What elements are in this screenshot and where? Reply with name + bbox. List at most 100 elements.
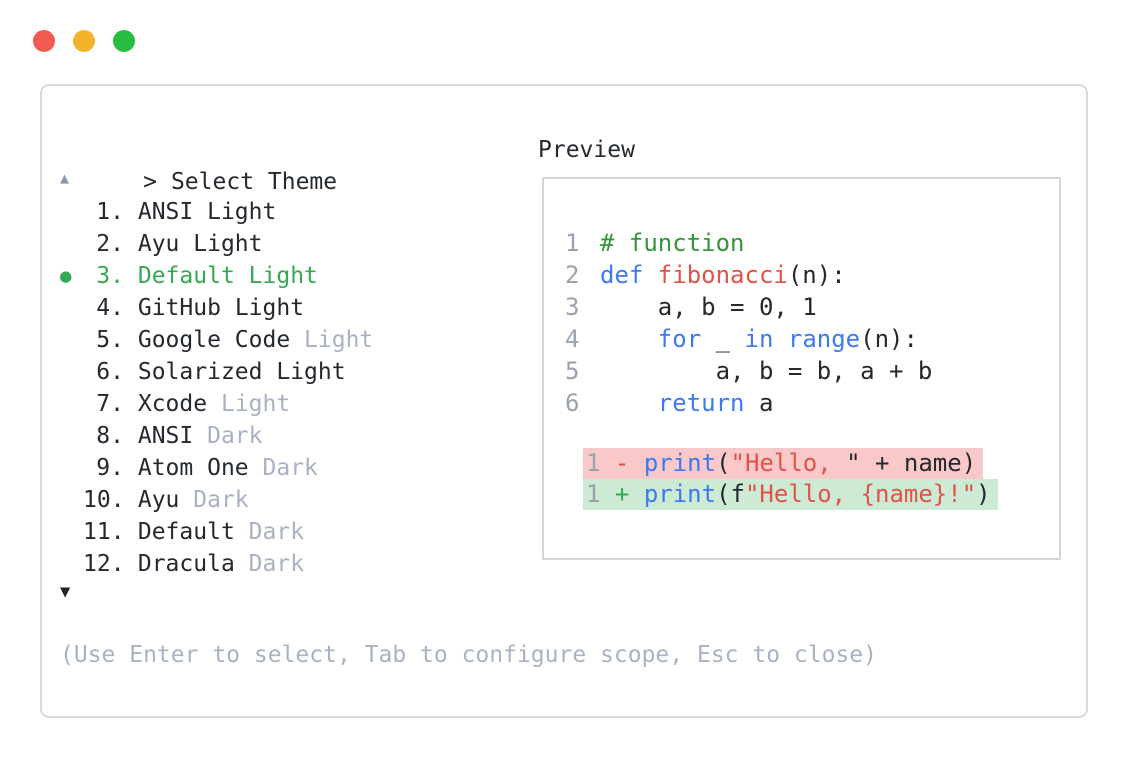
theme-item-number: 1. (96, 199, 124, 225)
theme-item-name: Solarized (137, 359, 263, 385)
theme-item-label: Solarized Light (124, 356, 346, 388)
theme-list-item-1[interactable]: 1. ANSI Light (60, 196, 373, 228)
theme-item-variant: Dark (248, 551, 305, 577)
code-line: 5 a, b = b, a + b (565, 355, 1059, 387)
theme-item-variant: Dark (248, 519, 305, 545)
code-token (600, 325, 658, 353)
marker-slot (60, 484, 83, 516)
window-minimize-button[interactable] (73, 30, 95, 52)
code-diff-gap (565, 419, 1059, 448)
theme-list-item-8[interactable]: 8. ANSI Dark (60, 420, 373, 452)
marker-slot (60, 356, 83, 388)
theme-item-label: Default Light (124, 260, 318, 292)
scroll-down-icon[interactable]: ▼ (60, 582, 71, 602)
scroll-up-icon[interactable]: ▲ (60, 169, 70, 187)
theme-item-number: 9. (96, 455, 124, 481)
theme-item-label: Ayu Dark (124, 484, 249, 516)
theme-item-number: 4. (96, 295, 124, 321)
line-number: 4 (565, 325, 580, 353)
theme-item-number: 12. (83, 551, 125, 577)
code-token: (n): (860, 325, 918, 353)
selected-marker-dot: ● (60, 265, 72, 287)
theme-item-label: GitHub Light (124, 292, 304, 324)
marker-slot (60, 548, 83, 580)
theme-item-number: 3. (96, 263, 124, 289)
diff-plus-sign: + (614, 480, 630, 508)
code-token: a, b = 0, 1 (600, 293, 817, 321)
theme-item-name: GitHub (137, 295, 221, 321)
theme-item-name: Ayu (137, 231, 180, 257)
code-text: def fibonacci(n): (600, 259, 846, 291)
page-title: Select Theme (170, 169, 338, 195)
line-number: 3 (565, 293, 580, 321)
theme-list-item-5[interactable]: 5. Google Code Light (60, 324, 373, 356)
theme-item-variant: Light (207, 199, 277, 225)
code-text: # function (600, 227, 745, 259)
theme-item-number: 6. (96, 359, 124, 385)
code-token: (f (716, 480, 745, 508)
prompt-title: >Select Theme (60, 134, 337, 230)
code-token: return (657, 389, 745, 417)
marker-slot (60, 388, 83, 420)
theme-item-variant: Light (220, 391, 291, 417)
theme-item-variant: Dark (207, 423, 263, 449)
theme-item-variant: Dark (262, 455, 318, 481)
theme-list-item-3[interactable]: ● 3. Default Light (60, 260, 373, 292)
theme-list-item-2[interactable]: 2. Ayu Light (60, 228, 373, 260)
code-text: a, b = 0, 1 (600, 291, 817, 323)
code-text: a, b = b, a + b (600, 355, 933, 387)
theme-item-label: Xcode Light (124, 388, 290, 420)
theme-item-name: ANSI (137, 199, 194, 225)
code-token: for (657, 325, 702, 353)
code-line: 6 return a (565, 387, 1059, 419)
theme-item-number: 11. (83, 519, 125, 545)
theme-list-item-6[interactable]: 6. Solarized Light (60, 356, 373, 388)
window-controls (33, 30, 135, 52)
code-token: ( (716, 449, 731, 477)
theme-item-number: 10. (83, 487, 125, 513)
theme-item-name: Xcode (137, 391, 208, 417)
diff-lines: 1 - print("Hello, " + name)1 + print(f"H… (565, 448, 1059, 510)
theme-item-name: Default (137, 519, 235, 545)
window-close-button[interactable] (33, 30, 55, 52)
code-token: fibonacci (657, 261, 788, 289)
marker-slot (60, 516, 83, 548)
code-text: for _ in range(n): (600, 323, 918, 355)
line-number: 6 (565, 389, 580, 417)
theme-list-item-10[interactable]: 10. Ayu Dark (60, 484, 373, 516)
code-token: "Hello, {name}!" (744, 480, 977, 508)
code-token: _ (701, 325, 745, 353)
code-token: range (787, 325, 861, 353)
line-number: 2 (565, 261, 580, 289)
code-token: in (744, 325, 774, 353)
marker-slot (60, 196, 83, 228)
theme-item-variant: Light (304, 327, 374, 353)
code-token: a, b = b, a + b (600, 357, 933, 385)
code-text: return a (600, 387, 774, 419)
theme-list-item-7[interactable]: 7. Xcode Light (60, 388, 373, 420)
theme-item-name: ANSI (137, 423, 194, 449)
marker-slot (60, 420, 83, 452)
theme-list-item-11[interactable]: 11. Default Dark (60, 516, 373, 548)
theme-item-label: ANSI Light (124, 196, 277, 228)
theme-list-item-9[interactable]: 9. Atom One Dark (60, 452, 373, 484)
diff-line-added: 1 + print(f"Hello, {name}!") (583, 479, 998, 510)
theme-item-label: Ayu Light (124, 228, 263, 260)
diff-line-number: 1 (586, 480, 601, 508)
diff-line-removed: 1 - print("Hello, " + name) (583, 448, 984, 479)
marker-slot (60, 228, 83, 260)
hint-text: (Use Enter to select, Tab to configure s… (60, 642, 877, 668)
window-zoom-button[interactable] (113, 30, 135, 52)
theme-item-variant: Light (234, 295, 305, 321)
code-token (773, 325, 787, 353)
theme-item-variant: Dark (193, 487, 249, 513)
theme-item-name: Google Code (137, 327, 291, 353)
theme-item-number: 2. (96, 231, 124, 257)
theme-list-item-12[interactable]: 12. Dracula Dark (60, 548, 373, 580)
theme-item-variant: Light (276, 359, 346, 385)
theme-list-item-4[interactable]: 4. GitHub Light (60, 292, 373, 324)
diff-line-number: 1 (586, 449, 601, 477)
code-token: a (744, 389, 774, 417)
